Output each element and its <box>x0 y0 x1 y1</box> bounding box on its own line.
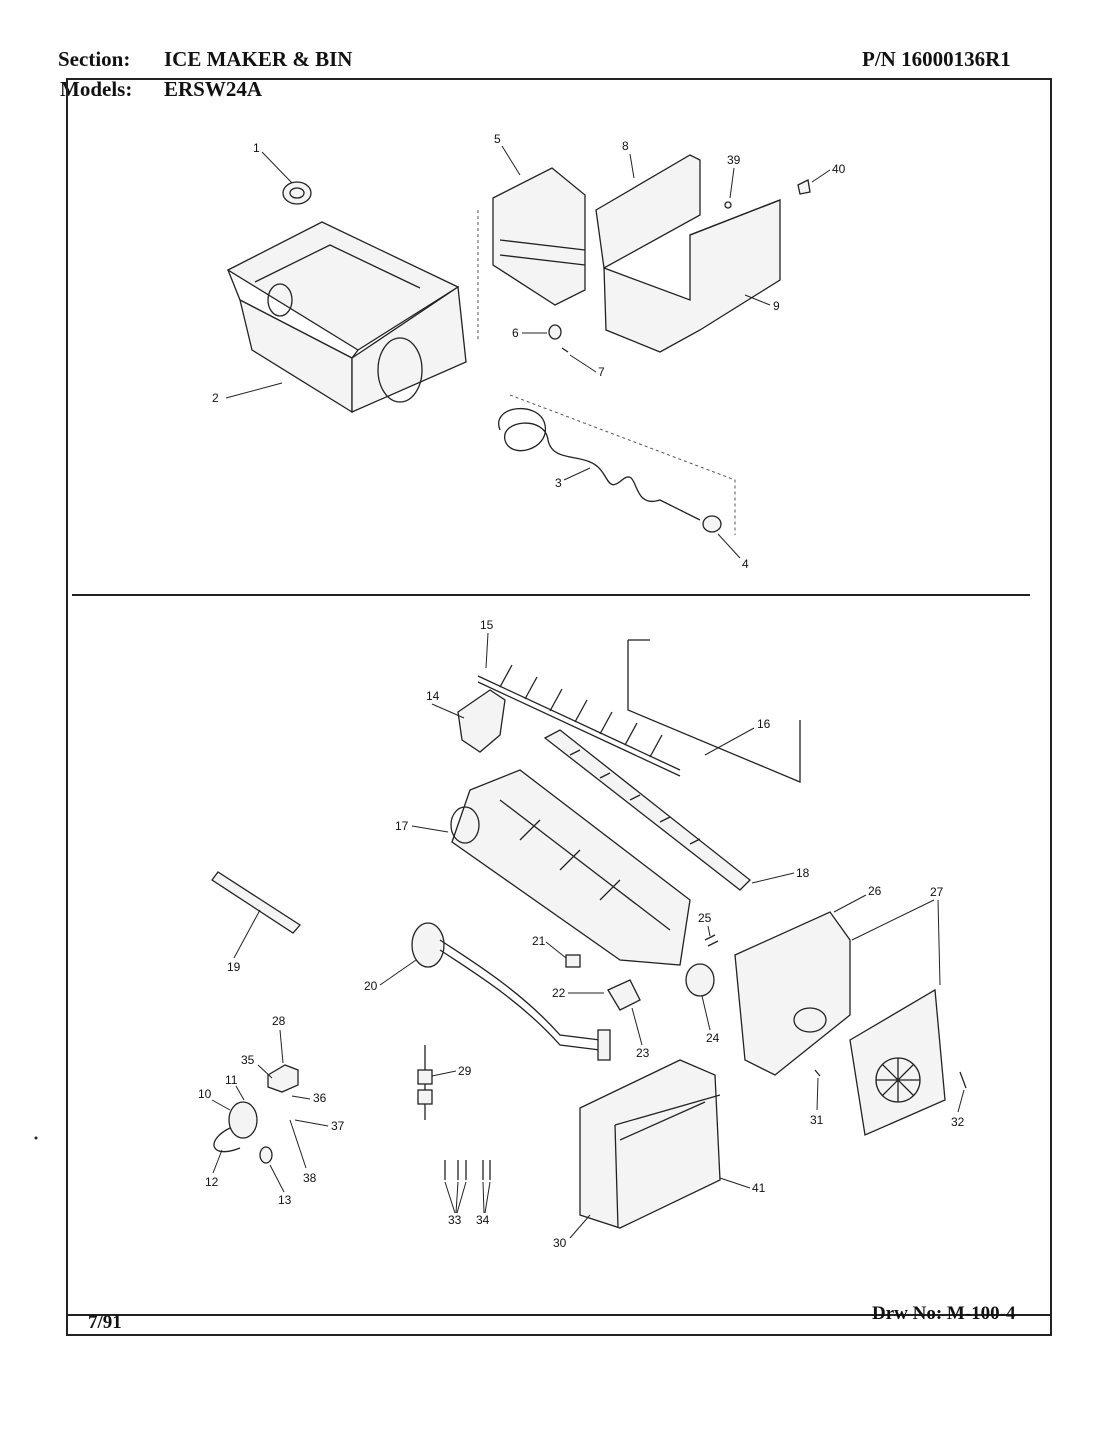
part-33-34-screws <box>444 1160 491 1180</box>
callout-25: 25 <box>698 911 712 925</box>
part-40-clip <box>797 179 811 195</box>
part-14-bracket <box>457 689 506 753</box>
callout-37: 37 <box>331 1119 345 1133</box>
part-21-block <box>565 954 581 968</box>
callout-28: 28 <box>272 1014 286 1028</box>
callout-9: 9 <box>773 299 780 313</box>
callout-36: 36 <box>313 1091 327 1105</box>
callout-30: 30 <box>553 1236 567 1250</box>
callout-26: 26 <box>868 884 882 898</box>
callout-7: 7 <box>598 365 605 379</box>
models-value: ERSW24A <box>164 77 263 101</box>
callout-18: 18 <box>796 866 810 880</box>
part-24-motor <box>685 963 715 997</box>
footer-rule <box>66 1314 1052 1316</box>
drawing-number: Drw No: M-100-4 <box>872 1303 1016 1324</box>
section-divider <box>72 594 1030 596</box>
callout-19: 19 <box>227 960 241 974</box>
callout-12: 12 <box>205 1175 219 1189</box>
part-5-chute <box>477 167 586 340</box>
callout-14: 14 <box>426 689 440 703</box>
part-3-tube <box>498 394 736 535</box>
part-2-ice-bin <box>226 221 467 414</box>
part-30-41-cover <box>579 1059 721 1229</box>
part-4-fitting <box>702 515 722 533</box>
callout-39: 39 <box>727 153 741 167</box>
part-7-pin <box>561 347 569 353</box>
part-15-rake <box>477 664 681 777</box>
part-26-housing <box>734 911 851 1076</box>
part-23-switch <box>607 979 641 1011</box>
part-17-mold <box>450 769 691 966</box>
part-8-9-housing <box>595 154 781 353</box>
section-title: ICE MAKER & BIN <box>164 47 353 71</box>
callout-41: 41 <box>752 1181 766 1195</box>
callout-4: 4 <box>742 557 749 571</box>
callout-17: 17 <box>395 819 409 833</box>
callout-34: 34 <box>476 1213 490 1227</box>
part-number: P/N 16000136R1 <box>862 47 1011 71</box>
diagram-frame <box>66 78 1052 1336</box>
callout-35: 35 <box>241 1053 255 1067</box>
part-25-screw <box>704 934 719 947</box>
callout-6: 6 <box>512 326 519 340</box>
callouts-layer: 1 2 3 4 5 6 7 8 9 39 40 14 15 16 17 18 1… <box>198 132 965 1250</box>
callout-2: 2 <box>212 391 219 405</box>
callout-31: 31 <box>810 1113 824 1127</box>
callout-24: 24 <box>706 1031 720 1045</box>
callout-8: 8 <box>622 139 629 153</box>
part-16-cover <box>627 639 801 783</box>
margin-dot <box>34 1136 38 1140</box>
callout-10: 10 <box>198 1087 212 1101</box>
callout-15: 15 <box>480 618 494 632</box>
callout-33: 33 <box>448 1213 462 1227</box>
callout-22: 22 <box>552 986 566 1000</box>
part-32-screw <box>959 1071 967 1089</box>
callout-32: 32 <box>951 1115 965 1129</box>
part-1-knob <box>282 181 312 205</box>
callout-38: 38 <box>303 1171 317 1185</box>
part-18-stripper <box>543 729 751 891</box>
callout-16: 16 <box>757 717 771 731</box>
footer-date: 7/91 <box>88 1312 122 1333</box>
part-27-module <box>849 988 946 1136</box>
callout-11: 11 <box>225 1073 238 1087</box>
part-20-harness <box>411 922 611 1061</box>
callout-1: 1 <box>253 141 260 155</box>
callout-20: 20 <box>364 979 378 993</box>
part-29-tube <box>417 1045 433 1120</box>
callout-40: 40 <box>832 162 846 176</box>
part-19-heater <box>211 871 301 934</box>
callout-13: 13 <box>278 1193 292 1207</box>
callout-29: 29 <box>458 1064 472 1078</box>
callout-21: 21 <box>532 934 546 948</box>
part-31-clip <box>814 1069 821 1077</box>
callout-3: 3 <box>555 476 562 490</box>
callout-27: 27 <box>930 885 944 899</box>
part-6-nut <box>548 324 562 340</box>
callout-23: 23 <box>636 1046 650 1060</box>
part-28-valve <box>267 1064 299 1093</box>
callout-5: 5 <box>494 132 501 146</box>
models-label: Models: <box>60 77 133 101</box>
part-10-solenoid <box>213 1101 273 1164</box>
section-label: Section: <box>58 47 131 71</box>
